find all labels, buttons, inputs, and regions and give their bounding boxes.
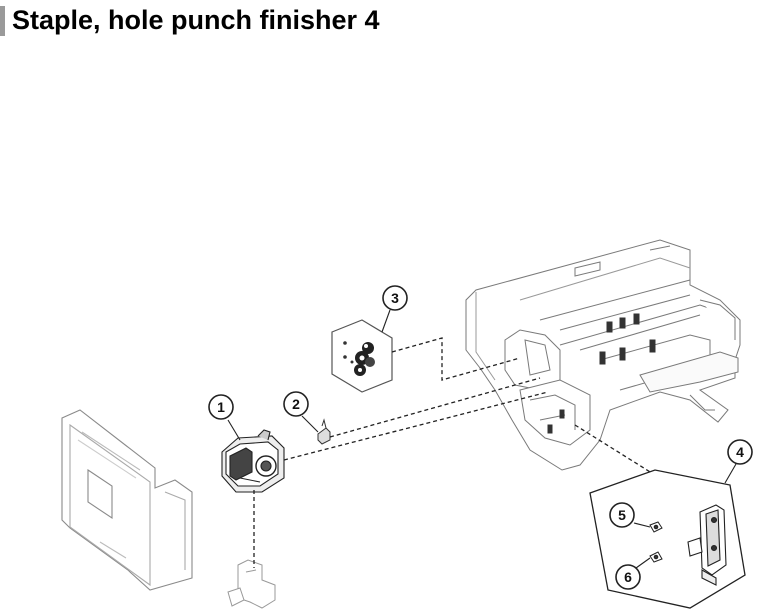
callout-1-label: 1 — [217, 399, 225, 415]
leader-lines — [253, 337, 701, 568]
callout-3-label: 3 — [391, 290, 399, 306]
callout-stems — [227, 309, 737, 569]
callout-6-label: 6 — [624, 569, 632, 585]
side-cover-panel — [61, 409, 193, 591]
callout-2: 2 — [283, 391, 309, 417]
callout-5: 5 — [609, 502, 635, 528]
callout-5-label: 5 — [618, 507, 626, 523]
sensor-part-6 — [649, 551, 663, 563]
callout-4: 4 — [727, 439, 753, 465]
callout-1: 1 — [208, 394, 234, 420]
small-actuator-part — [317, 418, 331, 445]
page-title: Staple, hole punch finisher 4 — [12, 5, 380, 35]
callout-6: 6 — [615, 564, 641, 590]
callout-4-label: 4 — [736, 444, 744, 460]
title-accent-bar — [0, 6, 5, 36]
callout-2-label: 2 — [292, 396, 300, 412]
sensor-part-5 — [649, 521, 663, 533]
finisher-rollers — [547, 313, 656, 434]
hole-punch-assembly — [687, 504, 727, 586]
gear-plate-assembly — [331, 319, 393, 393]
stapler-unit — [221, 429, 285, 493]
callout-3: 3 — [382, 285, 408, 311]
sensor-bracket — [227, 559, 276, 609]
